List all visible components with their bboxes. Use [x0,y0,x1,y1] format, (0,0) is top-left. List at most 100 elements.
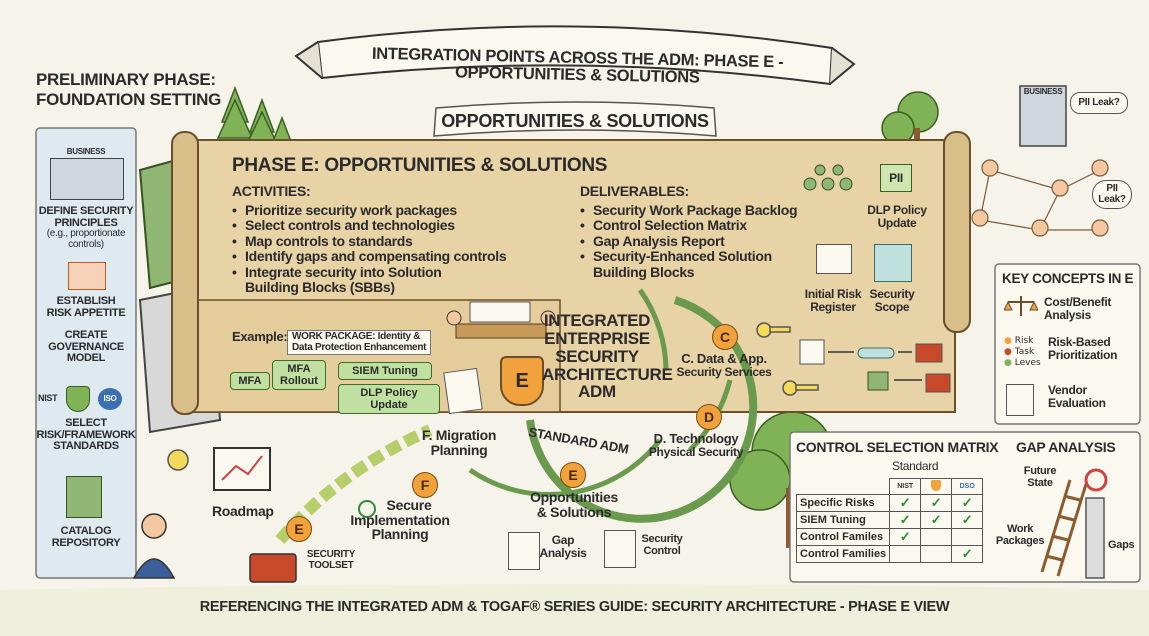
control-selection-matrix: NIST DSO Specific Risks✓✓✓ SIEM Tuning✓✓… [795,478,984,563]
work-package-label: WORK PACKAGE: Identity &Data Protection … [287,330,432,355]
table-row: SIEM Tuning✓✓✓ [795,511,984,529]
banner-fold-left [294,41,323,79]
pillar-icon [1085,497,1105,579]
matrix-col-nist: NIST [889,478,922,495]
person-left-body [132,558,176,579]
business-building-icon [50,158,124,200]
check-icon [358,500,376,518]
ground [0,584,1149,636]
people-group-icon [800,160,860,196]
meeting-table-icon [446,300,556,350]
security-services-icons [756,322,951,396]
phase-c-label: C. Data & App.Security Services [676,351,772,379]
activities-title: ACTIVITIES: [232,183,311,199]
people-heads [971,159,1109,237]
chip-mfa: MFA [230,372,270,391]
deliverables-title: DELIVERABLES: [580,183,689,199]
pii-leak-bubble: PII Leak? [1070,92,1128,114]
footer-caption: REFERENCING THE INTEGRATED ADM & TOGAF® … [199,599,950,615]
roadmap-board [213,447,271,491]
concept-legend: ● Risk ● Task ● Leves [1004,336,1041,368]
nist-logo: NIST [38,393,58,403]
matrix-col-dso: DSO [951,478,984,495]
meeting-table-icon [446,301,556,339]
target-icon [1084,468,1108,492]
activities-list: Prioritize security work packages Select… [232,202,507,295]
matrix-col-shield [920,478,953,495]
adm-arrow-e [468,438,662,497]
people-group-icon [803,164,853,191]
gap-title: GAP ANALYSIS [1016,439,1116,455]
chip-dlp-update: DLP Policy Update [338,384,440,415]
adm-arrow-c [637,288,669,371]
chip-siem-tuning: SIEM Tuning [338,362,432,381]
phase-e-label: Opportunities& Solutions [530,489,618,520]
table-row: Control Families✓ [795,545,984,563]
table-row: Specific Risks✓✓✓ [795,494,984,512]
shield-check-icon [66,386,90,412]
org-chart-icon [68,262,106,290]
right-business-label: BUSINESS [1023,87,1063,96]
phase-e-badge: E [560,462,586,488]
security-scope-icon [874,244,912,282]
security-services-icons [750,318,960,408]
matrix-standard-label: Standard [892,459,939,473]
risk-register-icon [816,244,852,274]
phase-c-badge: C [712,324,738,350]
scroll-roll-right [943,131,971,333]
sub-banner [433,101,717,137]
checklist-icon [1006,384,1034,416]
toolset-icon [249,553,297,583]
gaps-label: Gaps [1108,539,1135,551]
subbanner-title: OPPORTUNITIES & SOLUTIONS [441,111,709,131]
matrix-title: CONTROL SELECTION MATRIX [796,439,999,455]
preliminary-title: PRELIMINARY PHASE:FOUNDATION SETTING [36,70,222,109]
trees-left [216,85,294,147]
person-left-head [141,513,167,539]
path-e-badge: E [286,516,312,542]
banner-fold-right [829,47,856,85]
scale-icon [1003,296,1039,316]
document-icon [443,367,483,415]
phase-d-badge: D [696,404,722,430]
scroll-roll-left [171,131,199,415]
preliminary-panel [35,127,137,579]
example-label: Example: [232,329,288,344]
pii-document-icon: PII [880,164,912,192]
business-label: BUSINESS [66,147,106,156]
key-concepts-title: KEY CONCEPTS IN E [1002,271,1134,286]
iso-logo: ISO [98,388,122,410]
bulb-icon [167,449,189,471]
right-building [1019,85,1067,147]
ladder-icon [1040,479,1088,577]
roadmap-label: Roadmap [212,503,274,519]
path-f-badge: F [412,472,438,498]
scale-icon [1003,294,1039,318]
shield-icon [931,480,942,491]
table-row: Control Familes✓ [795,528,984,546]
gap-analysis-icon [508,532,540,570]
matrix-header-row: NIST DSO [797,478,984,495]
